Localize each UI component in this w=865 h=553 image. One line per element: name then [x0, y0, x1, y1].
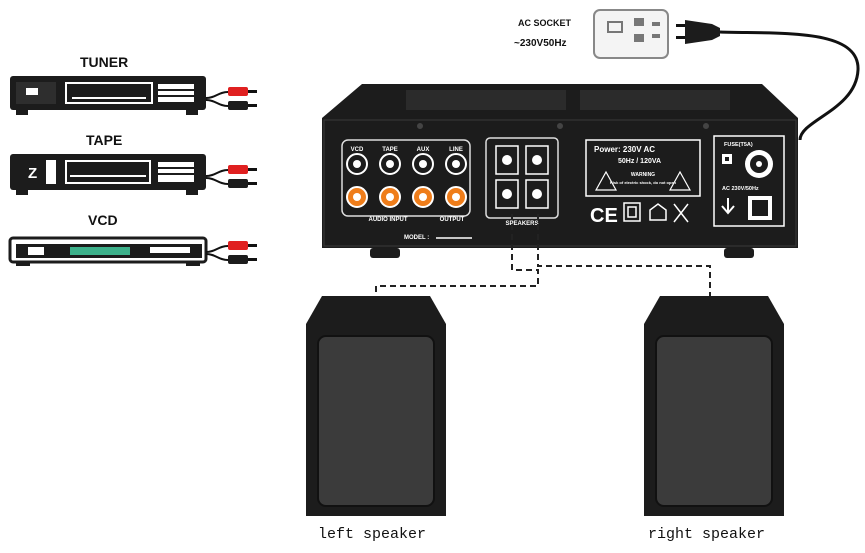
- output-label: OUTPUT: [440, 217, 465, 223]
- speaker-terminals: [485, 137, 559, 219]
- vcd-label: VCD: [88, 212, 118, 228]
- ce-mark-icon: CE: [590, 205, 618, 227]
- ac-socket-title: AC SOCKET: [518, 18, 572, 28]
- vcd-device: [8, 236, 208, 266]
- input-label-aux: AUX: [417, 147, 430, 153]
- double-insulation-icon: [623, 202, 641, 222]
- tuner-label: TUNER: [80, 54, 129, 70]
- tuner-rca-plug: [205, 87, 257, 110]
- ac-socket-spec: ~230V50Hz: [514, 38, 567, 49]
- warning-text: Risk of electric shock, do not open: [610, 180, 677, 185]
- ac-inlet-spec: AC 230V/50Hz: [722, 186, 759, 192]
- weee-bin-icon: [673, 203, 689, 223]
- power-rating-line2: 50Hz / 120VA: [618, 158, 661, 165]
- model-label: MODEL :: [404, 235, 429, 241]
- tape-device: Z: [10, 154, 206, 195]
- indoor-use-icon: [649, 203, 667, 221]
- power-warning-panel: Power: 230V AC 50Hz / 120VA WARNING Risk…: [585, 139, 701, 227]
- power-rating-line1: Power: 230V AC: [594, 145, 655, 154]
- left-speaker-label: left speaker: [318, 526, 427, 543]
- amplifier-unit: VCD TAPE AUX LINE AUDIO INPUT OUTPUT MOD…: [322, 84, 798, 258]
- input-label-vcd: VCD: [351, 147, 364, 153]
- ac-socket-outlet: [593, 9, 669, 59]
- rca-input-row-bottom: [346, 186, 467, 208]
- rca-input-row-top: [346, 153, 467, 175]
- right-speaker-wire: [537, 214, 711, 296]
- warning-label: WARNING: [631, 172, 655, 178]
- audio-input-label: AUDIO INPUT: [369, 217, 408, 223]
- svg-text:Z: Z: [28, 165, 37, 182]
- tape-label: TAPE: [86, 132, 123, 148]
- tape-rca-plug: [205, 165, 257, 188]
- right-speaker: [644, 296, 784, 516]
- speaker-wires: [375, 214, 711, 296]
- arrow-down-icon: [721, 198, 735, 215]
- fuse-label: FUSE(T5A): [724, 142, 753, 148]
- input-label-tape: TAPE: [382, 147, 398, 153]
- speakers-label: SPEAKERS: [505, 221, 538, 227]
- left-speaker: [306, 296, 446, 516]
- power-plug: [676, 20, 860, 141]
- tuner-device: [10, 76, 206, 115]
- fuse-ac-inlet-panel: FUSE(T5A) AC 230V/50Hz: [713, 135, 785, 227]
- input-label-line: LINE: [449, 147, 463, 153]
- right-speaker-label: right speaker: [648, 526, 766, 543]
- left-speaker-wire: [375, 214, 539, 296]
- vcd-rca-plug: [205, 241, 257, 264]
